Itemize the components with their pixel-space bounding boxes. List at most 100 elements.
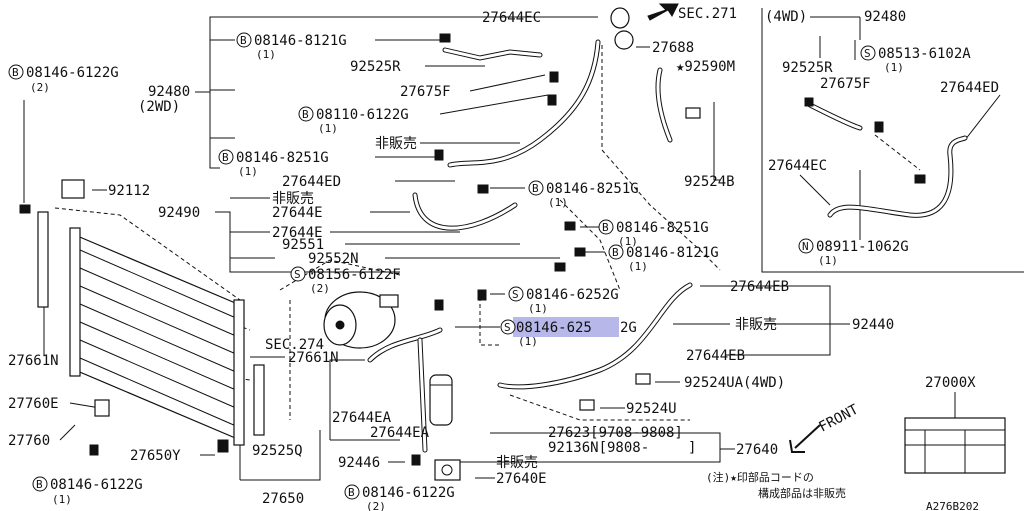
grommet-27688 [610, 7, 634, 50]
qty-6252g-b: (1) [518, 335, 538, 348]
inset-label-92525r: 92525R [782, 60, 833, 76]
prefix-b-6122g-bl: B [36, 478, 43, 491]
label-92524u: 92524U [626, 401, 677, 417]
qty-08110: (1) [318, 122, 338, 135]
label-27640e: 27640E [496, 471, 547, 487]
label-92446: 92446 [338, 455, 380, 471]
label-92480-2wd: 92480 [148, 84, 190, 100]
label-08146-6252g-b-suffix: 2G [620, 320, 637, 336]
seal-27661n-right [253, 364, 265, 436]
clip-92524b [685, 107, 701, 119]
label-92551: 92551 [282, 237, 324, 253]
label-27661n-left: 27661N [8, 353, 59, 369]
label-27644ed: 27644ED [282, 174, 341, 190]
qty-6122g-bm: (2) [366, 500, 386, 511]
clip-92524ua [635, 373, 651, 385]
bolts [19, 33, 586, 466]
label-27644e-b: 27644E [272, 225, 323, 241]
receiver-drier-illustration [429, 374, 453, 426]
label-27623: 27623[9708-9808] [548, 425, 683, 441]
ref-front: FRONT [816, 401, 861, 435]
label-08110-6122g: 08110-6122G [316, 107, 409, 123]
seal-27661n-left [37, 211, 49, 308]
label-hihanbai-2: 非販売 [272, 191, 314, 207]
label-27661n-mid: 27661N [288, 350, 339, 366]
label-27688: 27688 [652, 40, 694, 56]
label-08146-6252g-b[interactable]: 08146-625 [516, 320, 592, 336]
label-08146-6122g-left: 08146-6122G [26, 65, 119, 81]
drier-bracket-illustration [434, 459, 461, 481]
qty-6122g-bl: (1) [52, 493, 72, 506]
label-92112: 92112 [108, 183, 150, 199]
label-08146-6252g-a: 08146-6252G [526, 287, 619, 303]
note-line-1: (注)★印部品コードの [706, 470, 814, 484]
label-92490: 92490 [158, 205, 200, 221]
inset-4wd [761, 8, 1024, 273]
label-27650y: 27650Y [130, 448, 181, 464]
qty-6252g-a: (1) [528, 302, 548, 315]
prefix-b-6122g-mid: B [302, 108, 309, 121]
inset-label-08513-6102a: 08513-6102A [878, 46, 971, 62]
label-08146-8251g-a: 08146-8251G [236, 150, 329, 166]
label-27644ec-top: 27644EC [482, 10, 541, 26]
label-27760e: 27760E [8, 396, 59, 412]
inset-prefix-s: S [864, 47, 871, 60]
diagram-code: A276B202 [926, 500, 979, 511]
clip-92524u [579, 399, 595, 411]
prefix-s-6122f: S [294, 268, 301, 281]
label-92440: 92440 [852, 317, 894, 333]
label-08156-6122f: 08156-6122F [308, 267, 401, 283]
qty-8121g-b: (1) [628, 260, 648, 273]
inset-prefix-n: N [802, 240, 809, 253]
prefix-b-6122g-bm: B [348, 486, 355, 499]
label-92524b: 92524B [684, 174, 735, 190]
qty-8251g-c: (1) [618, 235, 638, 248]
qty-8251g-a: (1) [238, 165, 258, 178]
label-08146-8251g-c: 08146-8251G [616, 220, 709, 236]
label-92524ua: 92524UA(4WD) [684, 375, 785, 391]
prefix-b-8251g-a: B [222, 151, 229, 164]
label-08146-6122g-bm: 08146-6122G [362, 485, 455, 501]
label-27644e-a: 27644E [272, 205, 323, 221]
inset-label-27675f: 27675F [820, 76, 871, 92]
ref-sec274[interactable]: SEC.274 [265, 337, 324, 353]
label-27644eb-b: 27644EB [686, 348, 745, 364]
ref-sec271[interactable]: SEC.271 [678, 6, 737, 22]
inset-label-27644ec: 27644EC [768, 158, 827, 174]
inset-title: (4WD) [765, 9, 807, 25]
label-27675f: 27675F [400, 84, 451, 100]
selected-part-highlight [513, 317, 619, 337]
inset-qty-6102a: (1) [884, 61, 904, 74]
label-27644ea-b: 27644EA [370, 425, 430, 441]
qty-6122f: (2) [310, 282, 330, 295]
prefix-b-8251g-c: B [602, 221, 609, 234]
qty-8121g-top: (1) [256, 48, 276, 61]
label-27760: 27760 [8, 433, 50, 449]
inset-qty-1062g: (1) [818, 254, 838, 267]
bracket-27760e [94, 399, 110, 417]
condenser-illustration [69, 227, 245, 446]
bracket-92112 [61, 179, 85, 199]
label-08146-6122g-bl: 08146-6122G [50, 477, 143, 493]
label-92590m: ★92590M [676, 59, 735, 75]
label-plate-27000x [904, 417, 1006, 474]
label-27644ea-a: 27644EA [332, 410, 392, 426]
qty-6122g-left: (2) [30, 81, 50, 94]
inset-label-27644ed: 27644ED [940, 80, 999, 96]
label-27650: 27650 [262, 491, 304, 507]
note-line-2: 構成部品は非販売 [758, 486, 846, 500]
prefix-b-8121g: B [240, 34, 247, 47]
front-arrow [789, 424, 821, 453]
compressor-illustration [323, 291, 399, 349]
qty-8251g-b: (1) [548, 196, 568, 209]
label-92525q: 92525Q [252, 443, 303, 459]
prefix-s-6252g-b: S [504, 321, 511, 334]
label-27640: 27640 [736, 442, 778, 458]
refrigerant-pipes [367, 39, 693, 453]
label-27000x: 27000X [925, 375, 976, 391]
label-92525r: 92525R [350, 59, 401, 75]
label-08146-8251g-b: 08146-8251G [546, 181, 639, 197]
label-08146-8121g-b: 08146-8121G [626, 245, 719, 261]
